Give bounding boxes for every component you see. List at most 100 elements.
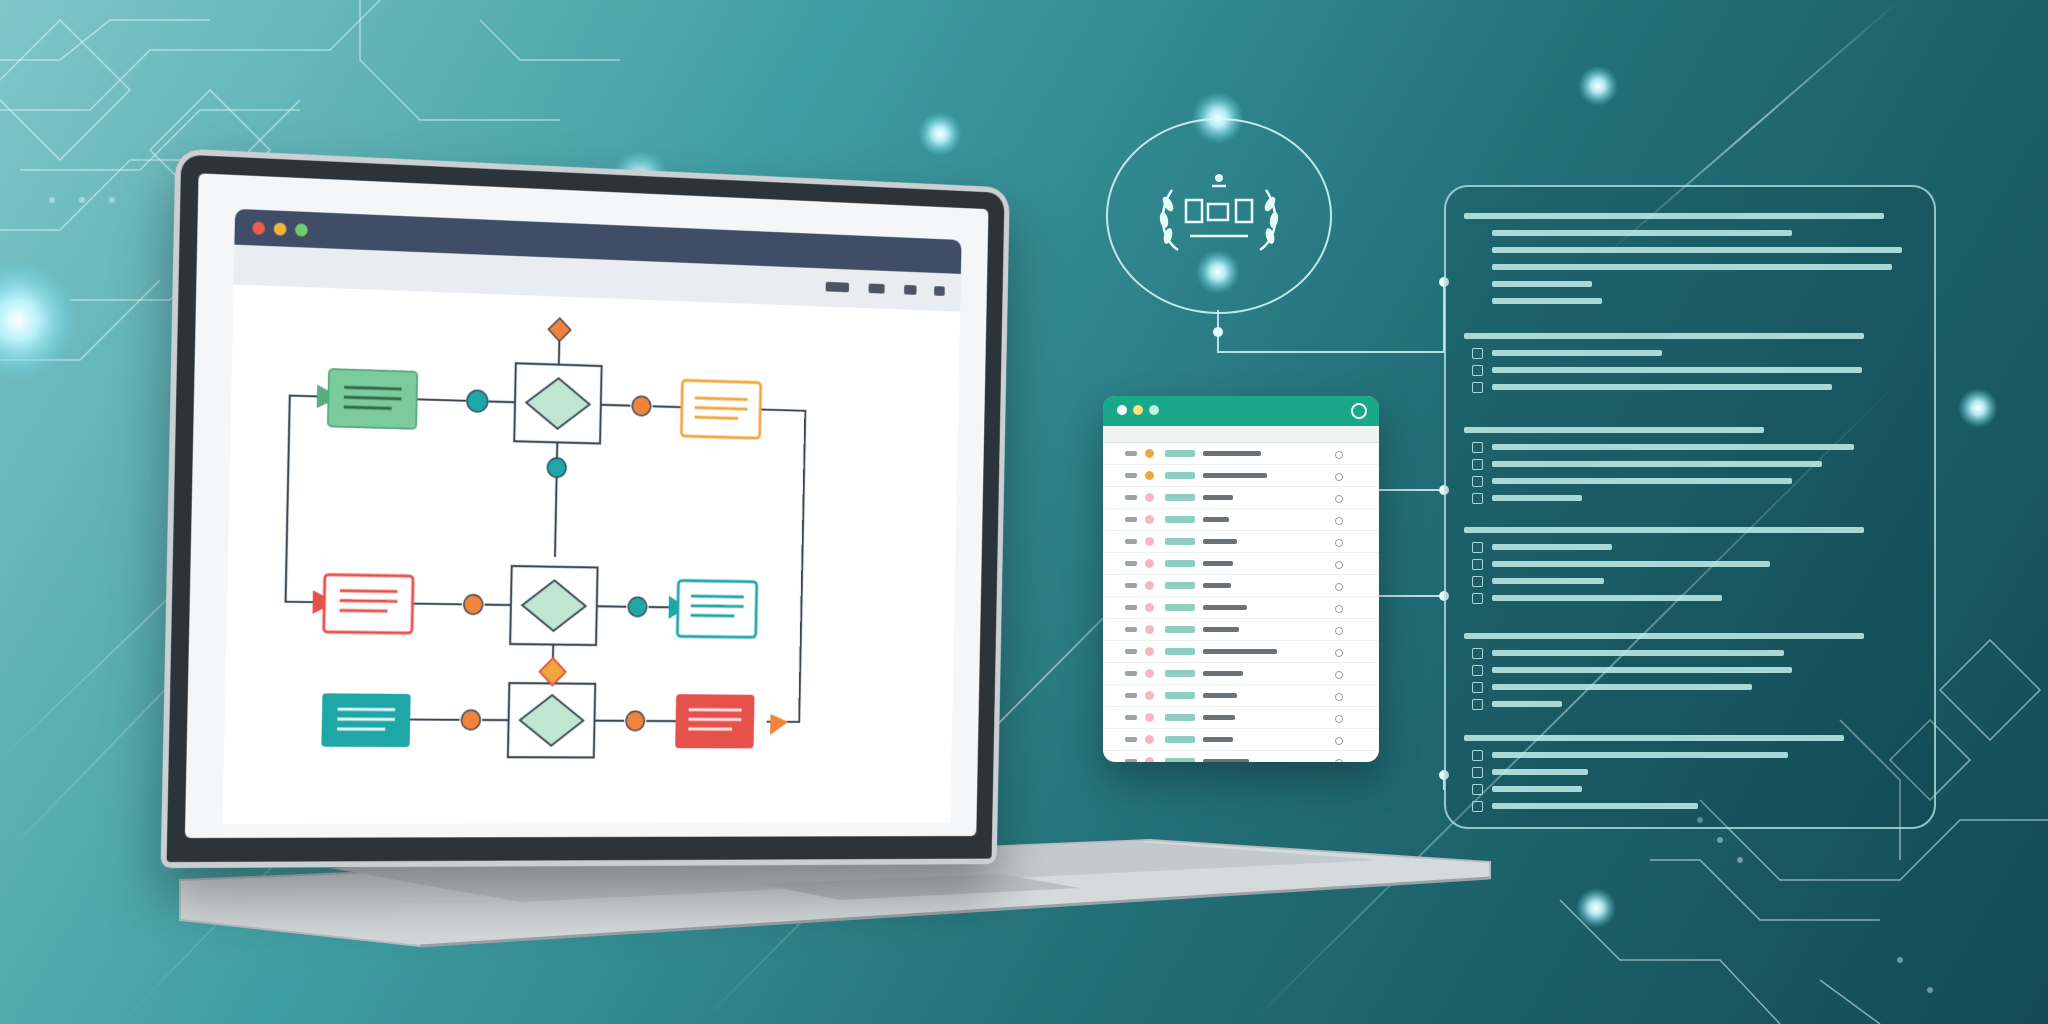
list-row[interactable] <box>1103 663 1379 685</box>
minimize-dot[interactable] <box>1133 405 1143 415</box>
list-row-tag <box>1165 494 1195 501</box>
code-line <box>1492 578 1604 584</box>
list-row-text <box>1203 649 1277 654</box>
decision-node[interactable] <box>514 363 601 443</box>
flowchart-canvas[interactable] <box>222 284 961 824</box>
bullet-icon <box>1472 801 1483 812</box>
list-row[interactable] <box>1103 487 1379 509</box>
list-row-text <box>1203 561 1233 566</box>
close-dot[interactable] <box>1117 405 1127 415</box>
flowchart-diagram <box>223 284 957 802</box>
bullet-icon <box>1472 493 1483 504</box>
list-row-radio <box>1335 649 1343 657</box>
list-row-text <box>1203 451 1261 456</box>
list-row-radio <box>1335 605 1343 613</box>
list-row-number <box>1125 451 1137 456</box>
code-line <box>1492 281 1592 287</box>
process-node[interactable] <box>675 694 755 749</box>
code-line <box>1492 384 1832 390</box>
list-row[interactable] <box>1103 465 1379 487</box>
list-row-number <box>1125 561 1137 566</box>
list-row-text <box>1203 495 1233 500</box>
list-row[interactable] <box>1103 575 1379 597</box>
code-line <box>1492 803 1698 809</box>
list-row[interactable] <box>1103 641 1379 663</box>
list-row-radio <box>1335 737 1343 745</box>
list-row-status-dot <box>1145 735 1154 744</box>
process-node[interactable] <box>677 580 756 637</box>
bullet-icon <box>1472 699 1483 710</box>
code-line <box>1492 595 1722 601</box>
list-row[interactable] <box>1103 685 1379 707</box>
list-row-number <box>1125 693 1137 698</box>
list-row-radio <box>1335 693 1343 701</box>
list-row-tag <box>1165 692 1195 699</box>
list-row-number <box>1125 473 1137 478</box>
bullet-icon <box>1472 682 1483 693</box>
code-line <box>1492 752 1788 758</box>
list-row-status-dot <box>1145 603 1154 612</box>
list-row[interactable] <box>1103 443 1379 465</box>
list-row-tag <box>1165 560 1195 567</box>
list-row[interactable] <box>1103 597 1379 619</box>
code-heading-line <box>1464 213 1884 219</box>
list-row[interactable] <box>1103 751 1379 762</box>
code-line <box>1492 444 1854 450</box>
list-row-text <box>1203 627 1239 632</box>
list-row-tag <box>1165 736 1195 743</box>
list-row-text <box>1203 539 1237 544</box>
list-window-title-bar <box>1103 396 1379 426</box>
list-row-tag <box>1165 604 1195 611</box>
list-row-tag <box>1165 538 1195 545</box>
bullet-icon <box>1472 784 1483 795</box>
code-line <box>1492 264 1892 270</box>
list-row-tag <box>1165 758 1195 762</box>
list-row[interactable] <box>1103 531 1379 553</box>
code-line <box>1492 701 1562 707</box>
list-row[interactable] <box>1103 509 1379 531</box>
code-heading-line <box>1464 333 1864 339</box>
list-row[interactable] <box>1103 707 1379 729</box>
list-row-tag <box>1165 648 1195 655</box>
code-heading-line <box>1464 633 1864 639</box>
process-node[interactable] <box>324 575 413 633</box>
list-row-status-dot <box>1145 537 1154 546</box>
decision-node[interactable] <box>510 566 597 645</box>
bullet-icon <box>1472 593 1483 604</box>
list-row-number <box>1125 495 1137 500</box>
bullet-icon <box>1472 476 1483 487</box>
decision-node[interactable] <box>508 683 595 757</box>
code-line <box>1492 478 1792 484</box>
code-heading-line <box>1464 527 1864 533</box>
list-row-number <box>1125 627 1137 632</box>
list-column-header <box>1103 426 1379 443</box>
list-row[interactable] <box>1103 619 1379 641</box>
code-line <box>1492 298 1602 304</box>
laurel-emblem-icon <box>1159 174 1279 252</box>
list-row[interactable] <box>1103 729 1379 751</box>
list-row-status-dot <box>1145 625 1154 634</box>
code-line <box>1492 684 1752 690</box>
search-icon[interactable] <box>1351 403 1367 419</box>
list-row-status-dot <box>1145 449 1154 458</box>
list-row-radio <box>1335 495 1343 503</box>
code-line <box>1492 561 1770 567</box>
maximize-dot[interactable] <box>1149 405 1159 415</box>
list-row[interactable] <box>1103 553 1379 575</box>
list-row-text <box>1203 605 1247 610</box>
bullet-icon <box>1472 348 1483 359</box>
list-row-status-dot <box>1145 559 1154 568</box>
code-line <box>1492 769 1588 775</box>
process-node[interactable] <box>681 380 760 438</box>
process-node[interactable] <box>328 369 417 429</box>
list-row-text <box>1203 715 1235 720</box>
list-row-number <box>1125 539 1137 544</box>
list-row-status-dot <box>1145 471 1154 480</box>
process-node[interactable] <box>321 693 411 748</box>
list-row-status-dot <box>1145 493 1154 502</box>
code-line <box>1492 667 1792 673</box>
code-heading-line <box>1464 427 1764 433</box>
bullet-icon <box>1472 382 1483 393</box>
code-line <box>1492 350 1662 356</box>
logo-circle <box>1106 118 1332 314</box>
